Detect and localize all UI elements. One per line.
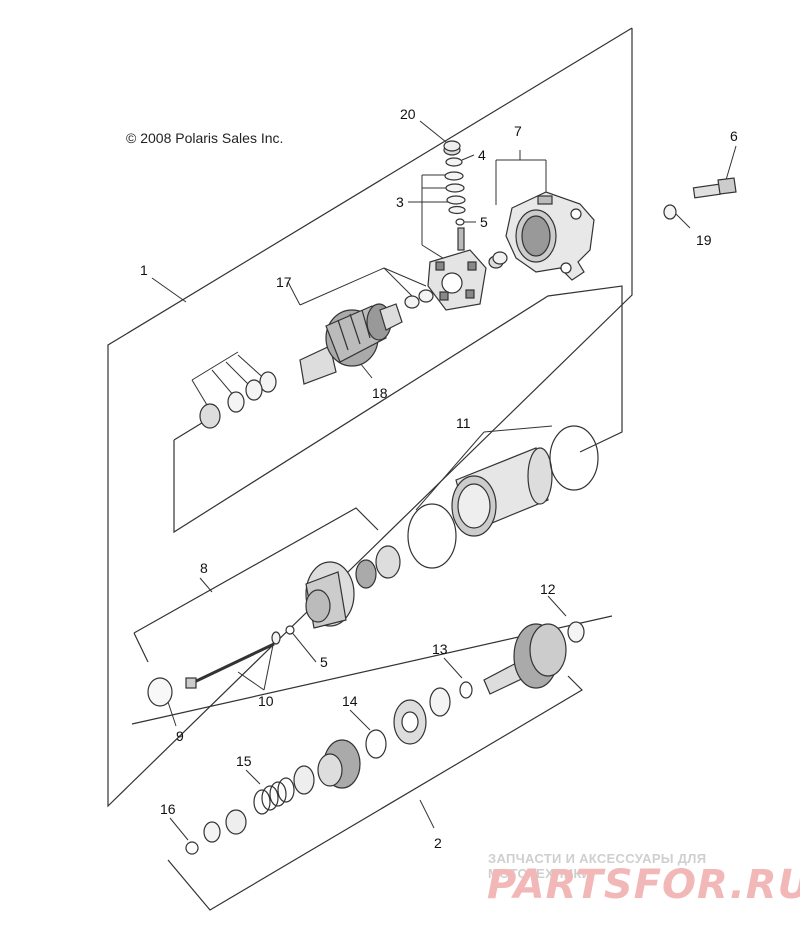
through-bolt-6 [692, 177, 737, 199]
pinion-shaft [483, 623, 567, 695]
spring-15 [253, 777, 295, 815]
clip-13 [459, 681, 473, 699]
armature-18 [299, 303, 403, 385]
motor-housing [451, 447, 553, 537]
callout-8: 8 [200, 560, 208, 576]
callout-5-bottom: 5 [320, 654, 328, 670]
callout-7: 7 [514, 123, 522, 139]
clutch-housing-8 [305, 561, 355, 629]
washer-19 [663, 204, 677, 220]
o-ring-11-right [549, 425, 599, 491]
washer-set-armature [199, 371, 277, 429]
bearing [355, 545, 401, 589]
bushing [488, 251, 508, 269]
callout-18: 18 [372, 385, 388, 401]
callout-15: 15 [236, 753, 252, 769]
watermark-tagline: ЗАПЧАСТИ И АКСЕССУАРЫ ДЛЯ МОТОТЕХНИКИ [488, 851, 707, 881]
thrust-washer [429, 687, 451, 717]
callout-17: 17 [276, 274, 292, 290]
nut-20 [443, 140, 461, 156]
collar [225, 809, 247, 835]
ring-14 [365, 729, 387, 759]
callout-13: 13 [432, 641, 448, 657]
washer-4 [445, 157, 463, 167]
end-cap-7 [505, 191, 595, 281]
callout-11: 11 [456, 415, 471, 431]
drive-pinion [317, 739, 361, 789]
housing-bracket [173, 285, 623, 534]
assembly-8-frame [133, 507, 379, 634]
callout-12: 12 [540, 581, 556, 597]
callout-14: 14 [342, 693, 358, 709]
o-ring-5-top [455, 218, 465, 226]
callout-2: 2 [434, 835, 442, 851]
callout-16: 16 [160, 801, 176, 817]
callout-9: 9 [176, 728, 184, 744]
washer-set-3 [444, 171, 466, 215]
watermark-logo: PARTSFOR.RU [487, 862, 800, 908]
callout-10: 10 [258, 693, 274, 709]
washer [203, 821, 221, 843]
brush-holder [427, 227, 487, 311]
callout-4: 4 [478, 147, 486, 163]
gasket-9 [147, 677, 173, 707]
snap-ring-16 [185, 841, 199, 855]
copyright-notice: © 2008 Polaris Sales Inc. [126, 130, 284, 146]
o-ring-5-bottom [285, 625, 295, 635]
bolt-set-10 [185, 631, 281, 689]
callout-5-top: 5 [480, 214, 488, 230]
callout-6: 6 [730, 128, 738, 144]
callout-19: 19 [696, 232, 712, 248]
callout-1: 1 [140, 262, 148, 278]
callout-20: 20 [400, 106, 416, 122]
washer-12 [567, 621, 585, 643]
sleeve [293, 765, 315, 795]
split-collar [393, 699, 427, 745]
callout-3: 3 [396, 194, 404, 210]
o-ring-11-left [407, 503, 457, 569]
washer-set-17 [404, 289, 434, 309]
assembly-1-frame [107, 27, 633, 808]
